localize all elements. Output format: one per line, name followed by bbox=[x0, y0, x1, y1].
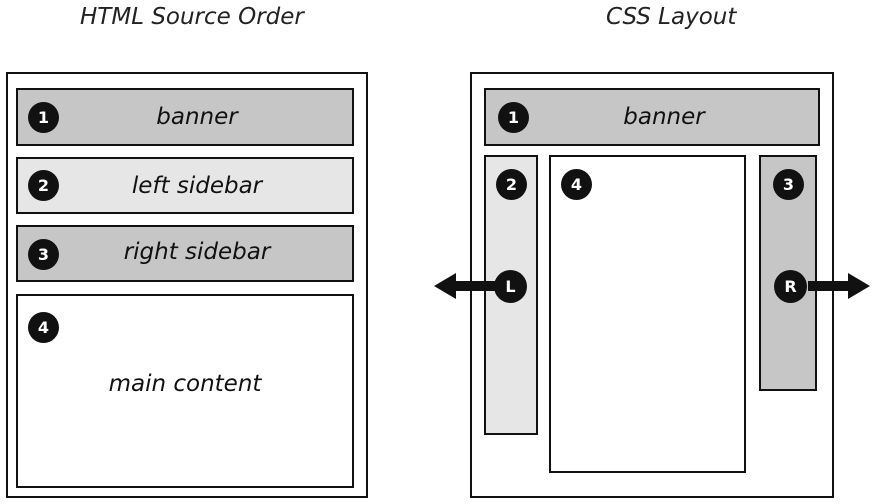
layout-banner-box: 1 banner bbox=[484, 88, 820, 146]
right-arrow-icon bbox=[806, 270, 870, 302]
layout-main-content-box: 4 bbox=[549, 155, 746, 473]
right-panel-title: CSS Layout bbox=[606, 4, 737, 30]
float-left-marker: L bbox=[494, 270, 527, 303]
number-badge-icon: 3 bbox=[28, 239, 59, 270]
number-badge-icon: 2 bbox=[28, 170, 59, 201]
source-main-content-label: main content bbox=[108, 371, 262, 397]
layout-banner-label: banner bbox=[623, 104, 705, 130]
source-banner-box: 1 banner bbox=[16, 88, 354, 146]
source-left-sidebar-box: 2 left sidebar bbox=[16, 157, 354, 214]
number-badge-icon: 1 bbox=[28, 102, 59, 133]
left-panel-title: HTML Source Order bbox=[80, 4, 304, 30]
source-right-sidebar-box: 3 right sidebar bbox=[16, 225, 354, 282]
left-arrow-icon bbox=[434, 270, 498, 302]
number-badge-icon: 3 bbox=[773, 169, 804, 200]
source-main-content-box: 4 main content bbox=[16, 294, 354, 488]
source-banner-label: banner bbox=[156, 104, 238, 130]
float-right-marker: R bbox=[774, 270, 807, 303]
source-left-sidebar-label: left sidebar bbox=[131, 173, 263, 199]
number-badge-icon: 4 bbox=[561, 169, 592, 200]
number-badge-icon: 4 bbox=[28, 312, 59, 343]
source-right-sidebar-label: right sidebar bbox=[123, 239, 271, 265]
number-badge-icon: 1 bbox=[498, 102, 529, 133]
number-badge-icon: 2 bbox=[496, 169, 527, 200]
